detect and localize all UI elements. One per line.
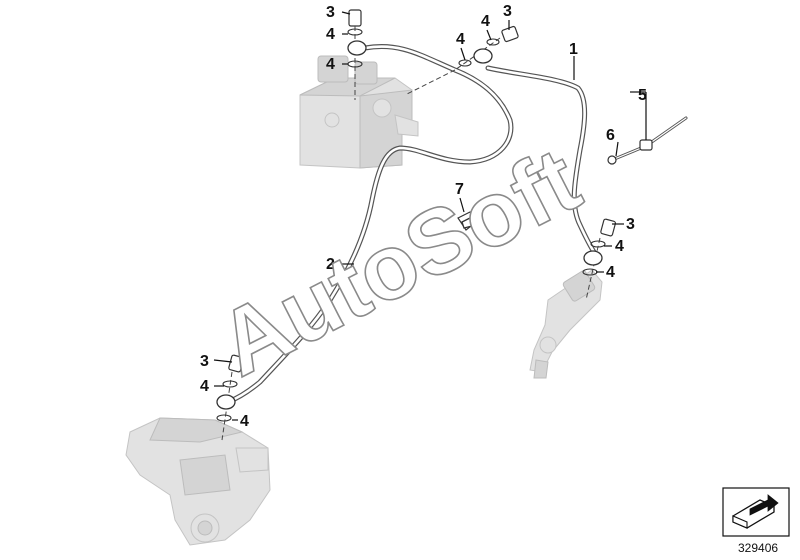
callout-7: 7 [455,181,464,198]
brake-hose-1 [485,65,601,261]
callout-labels: 3 4 4 4 4 3 1 5 6 7 2 3 4 4 3 4 4 [200,3,647,430]
callout-1: 1 [569,41,578,58]
brake-hose-2 [225,44,514,405]
callout-2: 2 [326,256,335,273]
callout-4: 4 [606,264,615,281]
callout-3: 3 [326,4,335,21]
callout-6: 6 [606,127,615,144]
callout-3: 3 [503,3,512,20]
callout-4: 4 [326,56,335,73]
hose-holder-with-bolt [607,116,688,165]
rear-brake-caliper [125,417,271,546]
banjo-fitting-caliper [216,354,245,441]
callout-4: 4 [240,413,249,430]
callout-3: 3 [200,353,209,370]
leader-lines [213,11,647,421]
callout-4: 4 [200,378,209,395]
angled-arrow-icon [732,494,779,529]
abs-pressure-modulator [299,55,419,169]
callout-4: 4 [615,238,624,255]
callout-4: 4 [456,31,465,48]
rear-master-cylinder [529,269,603,379]
banjo-fitting-top-center [404,25,519,96]
callout-5: 5 [638,87,647,104]
reference-box: 329406 [722,487,790,555]
hose-bracket-clip [457,211,477,231]
reference-number: 329406 [738,541,778,555]
callout-4: 4 [326,26,335,43]
banjo-fitting-top-left [347,9,367,100]
callout-4: 4 [481,13,490,30]
callout-3: 3 [626,216,635,233]
